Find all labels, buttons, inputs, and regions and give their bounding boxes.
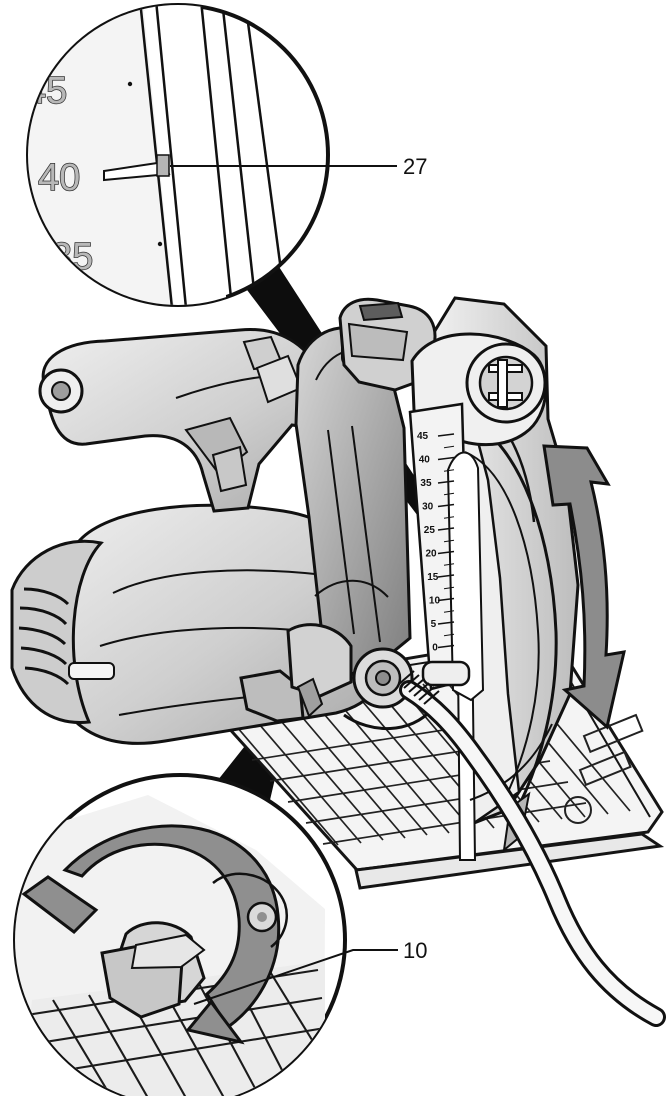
bevel-scale-minor-tick <box>443 586 455 590</box>
bevel-scale-tick <box>437 527 455 531</box>
bevel-scale-minor-tick <box>443 633 455 637</box>
zoom-mark-35: 35 <box>51 236 93 278</box>
bevel-scale-label: 10 <box>429 596 441 607</box>
power-cable <box>398 670 666 1027</box>
callout-label-27: 27 <box>403 154 427 179</box>
zoom-mark-40: 40 <box>38 157 80 199</box>
bevel-scale-label: 5 <box>431 619 437 630</box>
bevel-scale-minor-tick <box>443 539 455 543</box>
bottom-zoom-detail <box>13 773 347 1096</box>
bevel-scale-tick <box>437 621 455 625</box>
handle <box>38 327 344 513</box>
bevel-scale-minor-tick <box>443 445 455 449</box>
bevel-scale-label: 20 <box>426 549 438 560</box>
top-zoom-detail: 45 40 35 <box>25 3 330 307</box>
depth-lock-lever-assembly <box>239 623 471 731</box>
bevel-scale-tick <box>437 503 455 508</box>
callouts: 27 10 <box>170 154 427 1005</box>
bevel-scale-tick <box>437 550 455 555</box>
bevel-scale-tick <box>437 433 455 437</box>
bevel-scale-tick <box>437 574 455 578</box>
bevel-scale-minor-tick <box>443 516 455 519</box>
bevel-scale-minor-tick <box>443 610 455 613</box>
bevel-scale-tick <box>437 597 455 602</box>
bevel-scale-label: 45 <box>417 431 429 442</box>
bevel-scale: 45 40 35 30 25 20 15 10 5 0 <box>408 402 485 702</box>
bevel-scale-label: 30 <box>422 502 434 513</box>
callout-label-10: 10 <box>403 938 427 963</box>
bevel-scale-minor-tick <box>443 563 455 566</box>
bevel-scale-tick <box>437 644 455 649</box>
bevel-scale-minor-tick <box>443 469 455 472</box>
bevel-angle-double-arrow-icon <box>542 444 626 730</box>
bevel-scale-label: 25 <box>424 525 436 536</box>
bevel-scale-tick <box>437 480 455 484</box>
bevel-scale-tick <box>437 456 455 461</box>
bevel-scale-label: 40 <box>419 455 431 466</box>
zoom-mark-45: 45 <box>25 70 67 112</box>
circular-saw-illustration: 45 40 35 30 25 20 15 10 5 0 <box>10 296 666 1027</box>
bevel-scale-label: 35 <box>420 478 432 489</box>
callout-line-10 <box>193 949 398 1005</box>
bevel-scale-label: 15 <box>427 572 439 583</box>
bevel-scale-minor-tick <box>443 492 455 496</box>
bevel-scale-label: 0 <box>432 643 438 654</box>
